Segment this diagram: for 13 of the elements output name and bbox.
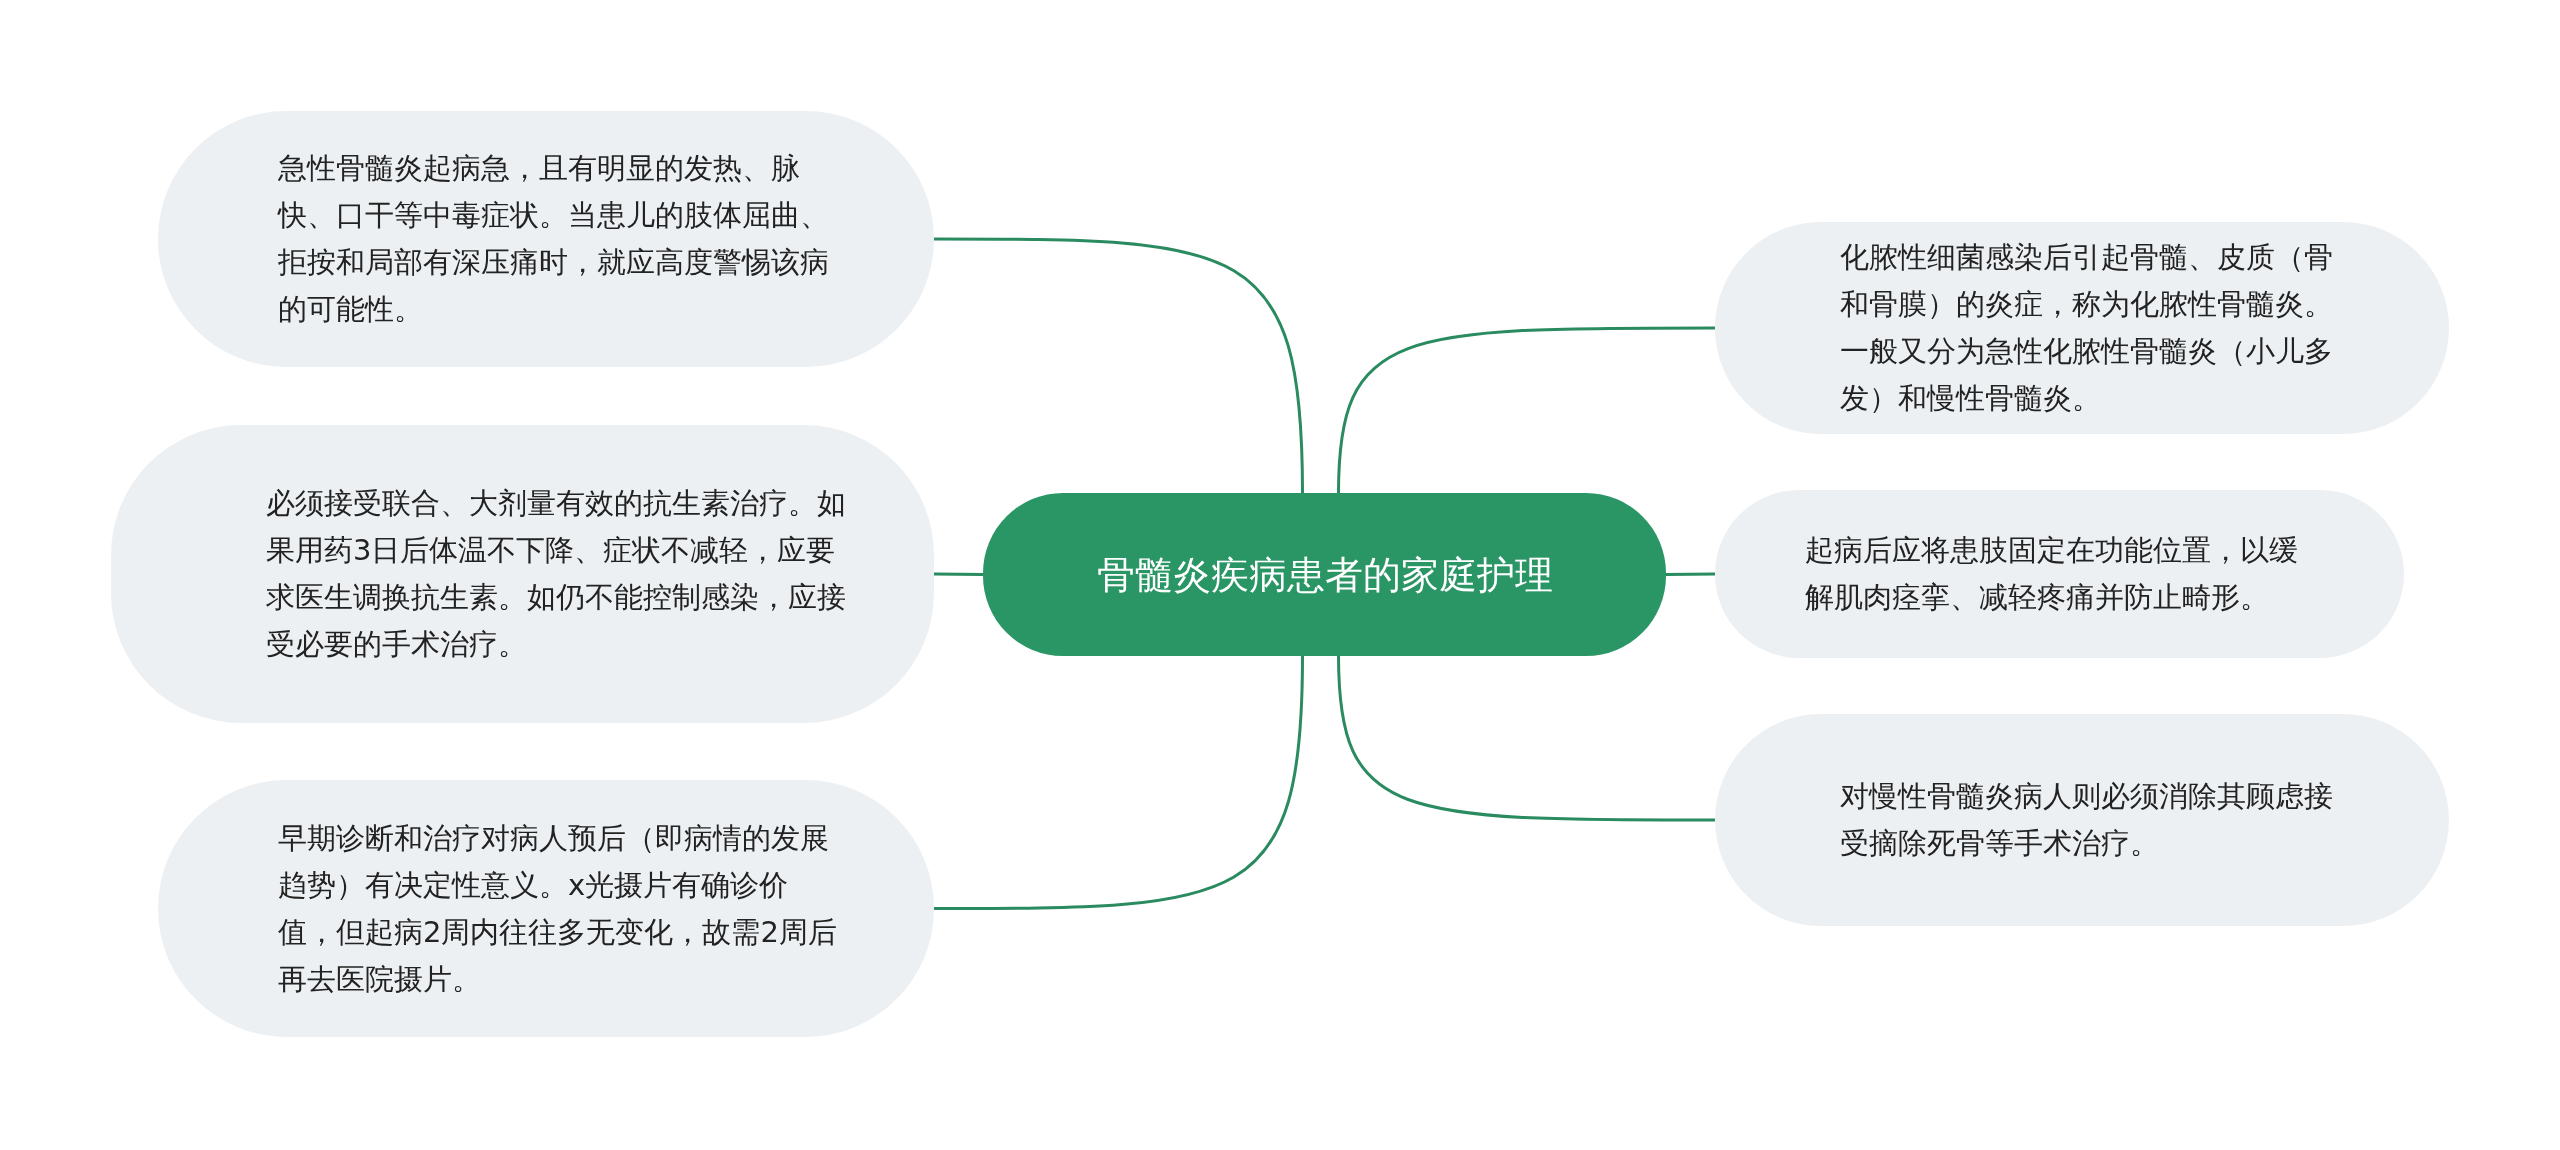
topic-text: 对慢性骨髓炎病人则必须消除其顾虑接受摘除死骨等手术治疗。 <box>1840 778 2334 862</box>
topic-text: 起病后应将患肢固定在功能位置，以缓解肌肉痉挛、减轻疼痛并防止畸形。 <box>1805 532 2299 616</box>
topic-text: 早期诊断和治疗对病人预后（即病情的发展趋势）有决定性意义。x光摄片有确诊价值，但起病2周内往往多无变化，故需2周后再去医院摄片。 <box>278 819 838 998</box>
connector-line <box>1337 326 1715 494</box>
connector-line <box>934 237 1304 494</box>
central-topic: 骨髓炎疾病患者的家庭护理 <box>1096 551 1553 599</box>
connector-line <box>934 572 983 576</box>
connector-line <box>1666 572 1715 576</box>
connector-line <box>934 655 1304 910</box>
topic-text: 化脓性细菌感染后引起骨髓、皮质（骨和骨膜）的炎症，称为化脓性骨髓炎。一般又分为急性化脓性骨髓炎（小儿多发）和慢性骨髓炎。 <box>1840 239 2334 417</box>
connector-line <box>1337 655 1715 822</box>
topic-text: 急性骨髓炎起病急，且有明显的发热、脉快、口干等中毒症状。当患儿的肢体屈曲、拒按和局部有深压痛时，就应高度警惕该病的可能性。 <box>278 150 830 328</box>
topic-text: 必须接受联合、大剂量有效的抗生素治疗。如果用药3日后体温不下降、症状不减轻，应要求医生调换抗生素。如仍不能控制感染，应接受必要的手术治疗。 <box>266 485 847 663</box>
